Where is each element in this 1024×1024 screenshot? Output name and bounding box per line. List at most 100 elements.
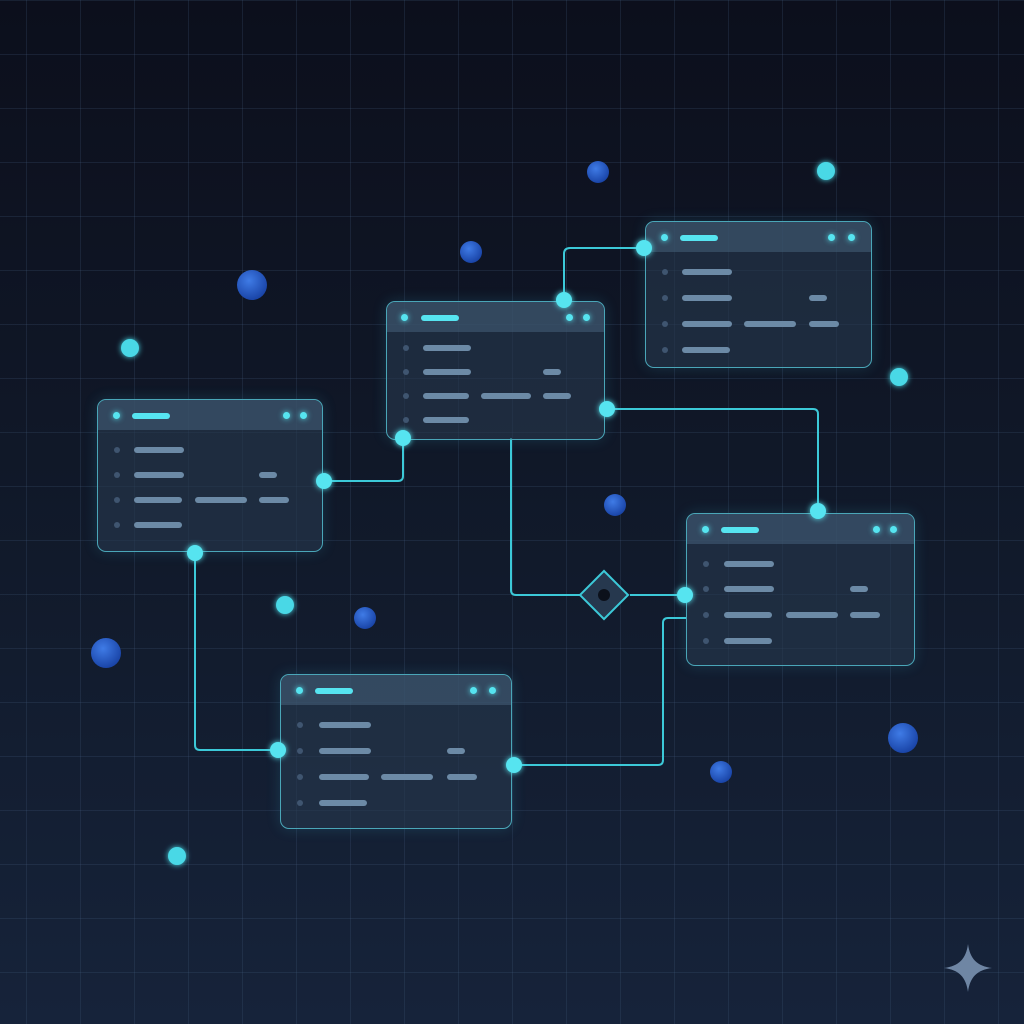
list-item [687,638,914,644]
text-placeholder [134,472,184,478]
text-placeholder [724,561,774,567]
list-item [646,295,871,301]
connector-center-topright [563,247,644,300]
value-placeholder [543,393,571,399]
text-placeholder [319,774,369,780]
bullet-icon [662,269,668,275]
node-window-right[interactable] [686,513,915,666]
text-placeholder [744,321,796,327]
list-item [387,417,604,423]
bullet-icon [114,522,120,528]
list-item [281,774,511,780]
node-header[interactable] [281,675,511,705]
text-placeholder [682,321,732,327]
bullet-icon [297,722,303,728]
node-title-placeholder [132,413,170,419]
bullet-icon [403,345,409,351]
status-dot-icon [113,412,120,419]
bullet-icon [703,561,709,567]
node-window-center[interactable] [386,301,605,440]
particle-blue [237,270,267,300]
value-placeholder [809,321,839,327]
window-control-icon[interactable] [828,234,835,241]
node-title-placeholder [421,315,459,321]
window-control-icon[interactable] [300,412,307,419]
node-header[interactable] [646,222,871,252]
text-placeholder [682,295,732,301]
connector-center-junction [510,438,580,596]
bullet-icon [662,321,668,327]
bullet-icon [703,612,709,618]
list-item [98,472,322,478]
window-control-icon[interactable] [583,314,590,321]
sparkle-icon [944,944,992,992]
text-placeholder [682,347,730,353]
list-item [98,497,322,503]
status-dot-icon [661,234,668,241]
list-item [98,447,322,453]
text-placeholder [724,638,772,644]
particle-blue [604,494,626,516]
list-item [646,269,871,275]
window-control-icon[interactable] [283,412,290,419]
node-header[interactable] [387,302,604,332]
list-item [387,369,604,375]
text-placeholder [724,586,774,592]
window-control-icon[interactable] [489,687,496,694]
value-placeholder [809,295,827,301]
list-item [646,321,871,327]
bullet-icon [114,497,120,503]
bullet-icon [703,586,709,592]
list-item [387,393,604,399]
text-placeholder [423,369,471,375]
text-placeholder [134,497,182,503]
text-placeholder [195,497,247,503]
text-placeholder [724,612,772,618]
text-placeholder [134,447,184,453]
bullet-icon [703,638,709,644]
text-placeholder [682,269,732,275]
node-header[interactable] [98,400,322,430]
text-placeholder [134,522,182,528]
node-window-top-right[interactable] [645,221,872,368]
connector-bottom-right [514,617,686,766]
text-placeholder [319,748,371,754]
value-placeholder [259,472,277,478]
bullet-icon [114,447,120,453]
node-title-placeholder [721,527,759,533]
status-dot-icon [296,687,303,694]
node-window-bottom[interactable] [280,674,512,829]
value-placeholder [850,612,880,618]
text-placeholder [423,393,469,399]
particle-cyan [817,162,835,180]
diamond-junction-icon[interactable] [578,569,630,621]
text-placeholder [786,612,838,618]
particle-blue [888,723,918,753]
list-item [687,561,914,567]
window-control-icon[interactable] [890,526,897,533]
value-placeholder [850,586,868,592]
node-header[interactable] [687,514,914,544]
particle-blue [460,241,482,263]
value-placeholder [447,748,465,754]
bullet-icon [297,800,303,806]
window-control-icon[interactable] [848,234,855,241]
bullet-icon [297,748,303,754]
particle-cyan [168,847,186,865]
connector-left-bottom [194,553,278,751]
node-window-left[interactable] [97,399,323,552]
window-control-icon[interactable] [873,526,880,533]
connector-left-center [324,438,404,482]
list-item [98,522,322,528]
list-item [687,586,914,592]
bullet-icon [403,417,409,423]
window-control-icon[interactable] [566,314,573,321]
list-item [687,612,914,618]
bullet-icon [662,295,668,301]
text-placeholder [319,722,371,728]
particle-blue [354,607,376,629]
bullet-icon [297,774,303,780]
window-control-icon[interactable] [470,687,477,694]
particle-blue [710,761,732,783]
